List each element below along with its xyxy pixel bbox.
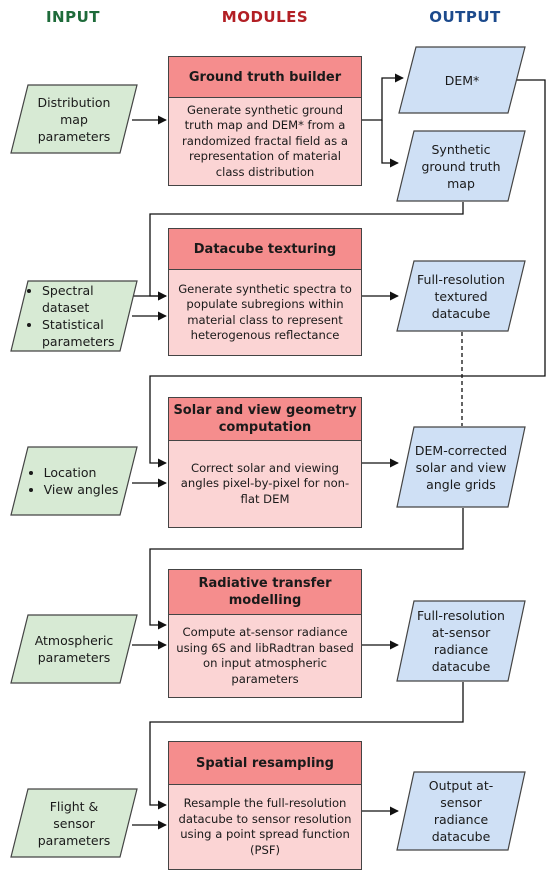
module-title: Ground truth builder [169, 57, 361, 98]
input-view-angles: View angles [44, 481, 119, 498]
module-title: Datacube texturing [169, 229, 361, 270]
input-distribution-map-parameters: Distribution map parameters [10, 84, 138, 154]
module-description: Compute at-sensor radiance using 6S and … [169, 615, 361, 697]
output-dem: DEM* [398, 46, 526, 114]
module-description: Generate synthetic spectra to populate s… [169, 270, 361, 355]
output-full-resolution-textured-datacube: Full-resolution textured datacube [396, 260, 526, 332]
output-full-resolution-radiance-datacube: Full-resolution at-sensor radiance datac… [396, 600, 526, 682]
output-column-header: OUTPUT [429, 8, 501, 26]
input-distribution-label: Distribution map parameters [37, 94, 111, 144]
module-description: Generate synthetic ground truth map and … [169, 98, 361, 185]
input-location: Location [44, 464, 119, 481]
output-at-sensor-radiance-datacube: Output at-sensor radiance datacube [396, 771, 526, 851]
output-dem-corrected-angle-grids: DEM-corrected solar and view angle grids [396, 426, 526, 508]
input-location-view-angles: Location View angles [10, 446, 138, 516]
input-flight-label: Flight & sensor parameters [37, 798, 111, 848]
output-textured-label: Full-resolution textured datacube [417, 271, 505, 321]
module-datacube-texturing: Datacube texturing Generate synthetic sp… [168, 228, 362, 356]
module-description: Correct solar and viewing angles pixel-b… [169, 441, 361, 527]
input-statistical-parameters: Statistical parameters [42, 316, 120, 350]
input-spectral-dataset: Spectral dataset [42, 282, 120, 316]
module-title: Spatial resampling [169, 742, 361, 785]
output-dem-label: DEM* [444, 72, 480, 88]
module-solar-view-geometry: Solar and view geometry computation Corr… [168, 397, 362, 528]
modules-column-header: MODULES [221, 8, 309, 26]
output-radiance-label: Full-resolution at-sensor radiance datac… [417, 608, 505, 674]
output-angle-grids-label: DEM-corrected solar and view angle grids [414, 442, 508, 492]
module-title: Solar and view geometry computation [169, 398, 361, 441]
module-spatial-resampling: Spatial resampling Resample the full-res… [168, 741, 362, 870]
output-truth-map-label: Synthetic ground truth map [421, 141, 501, 191]
input-atmospheric-parameters: Atmospheric parameters [10, 614, 138, 684]
input-column-header: INPUT [45, 8, 101, 26]
input-spectral-statistical: Spectral dataset Statistical parameters [10, 280, 138, 352]
output-synthetic-ground-truth-map: Synthetic ground truth map [396, 130, 526, 202]
module-radiative-transfer: Radiative transfer modelling Compute at-… [168, 569, 362, 698]
module-ground-truth-builder: Ground truth builder Generate synthetic … [168, 56, 362, 186]
module-title: Radiative transfer modelling [169, 570, 361, 615]
module-description: Resample the full-resolution datacube to… [169, 785, 361, 869]
input-flight-sensor-parameters: Flight & sensor parameters [10, 788, 138, 858]
input-atmospheric-label: Atmospheric parameters [34, 633, 114, 665]
output-final-radiance-label: Output at-sensor radiance datacube [428, 778, 494, 844]
